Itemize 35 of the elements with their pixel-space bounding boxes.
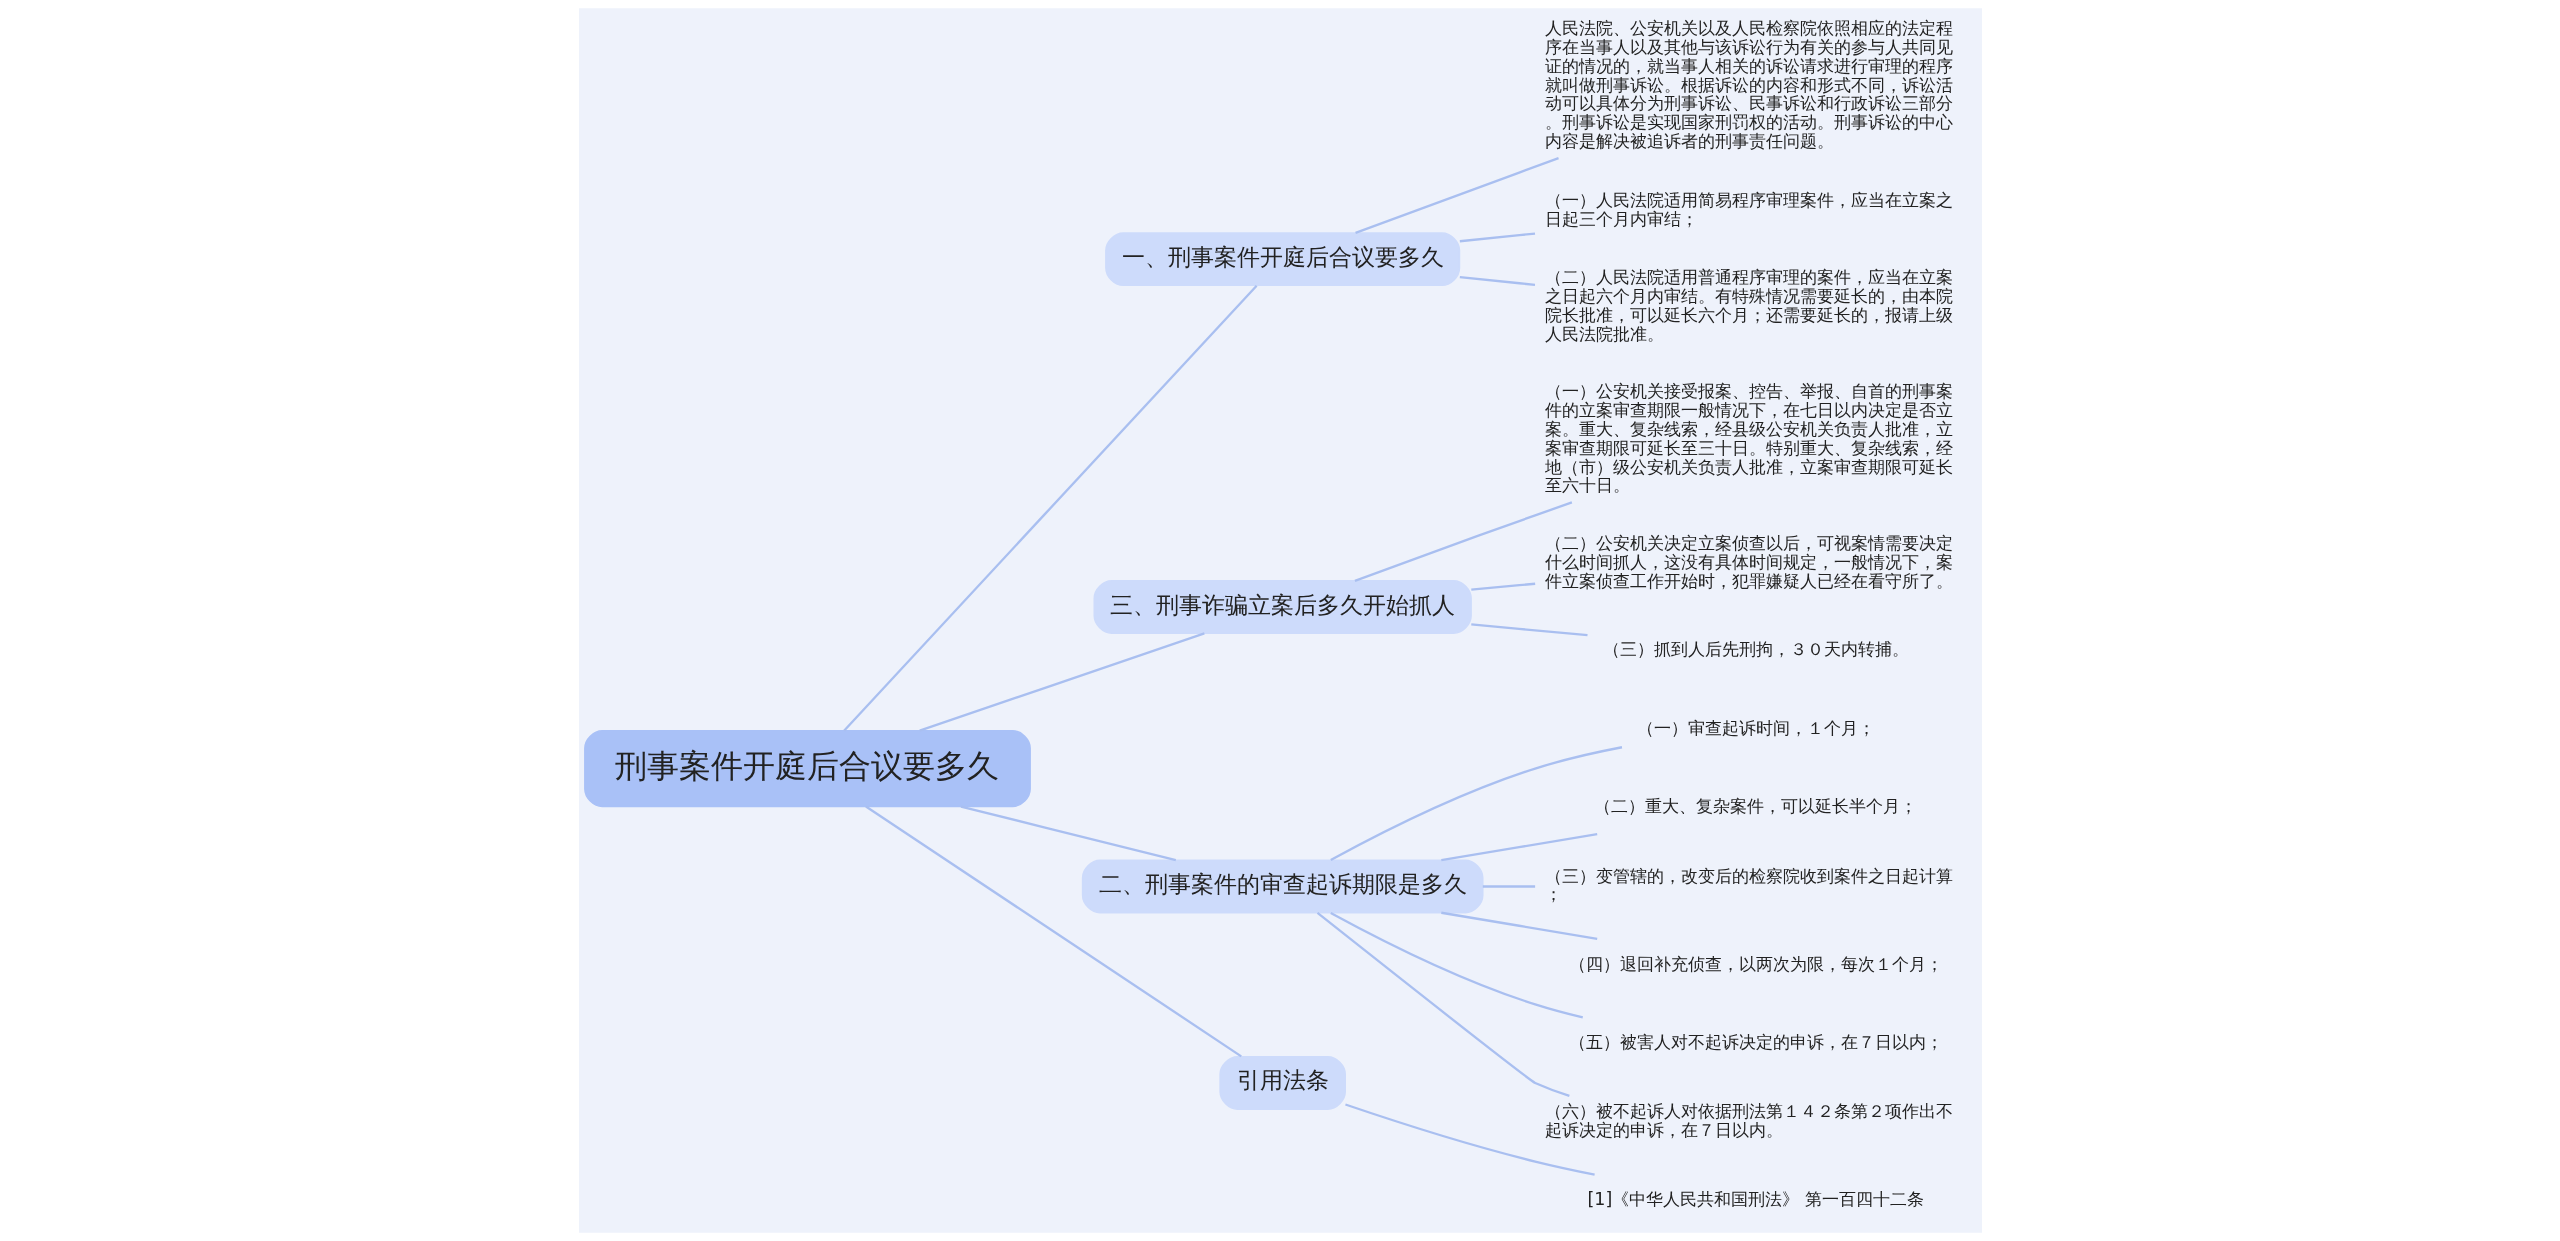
connector bbox=[1329, 911, 1583, 1019]
node-text: （二）重大、复杂案件，可以延长半个月； bbox=[1593, 796, 1917, 817]
node-text: （三）变管辖的，改变后的检察院收到案件之日起计算； bbox=[1544, 865, 1953, 905]
node-text: （五）被害人对不起诉决定的申诉，在７日以内； bbox=[1568, 1032, 1943, 1053]
node-box: 一、刑事案件开庭后合议要多久 bbox=[1104, 232, 1460, 287]
connector bbox=[1344, 1103, 1595, 1176]
node-text: （四）退回补充侦查，以两次为限，每次１个月； bbox=[1568, 953, 1943, 974]
node-text: （一）审查起诉时间，１个月； bbox=[1636, 717, 1875, 738]
node-text: （一）公安机关接受报案、控告、举报、自首的刑事案件的立案审查期限一般情况下，在七日以内决定是否立案。重大、复杂线索，经县级公安机关负责人批准，立案审查期限可延长至三十日。特别重大、复杂线索，经地（市）级公安机关负责人批准，立案审查期限可延长至六十日。 bbox=[1544, 380, 1953, 496]
connector bbox=[918, 632, 1205, 732]
connector bbox=[1470, 623, 1588, 637]
connector bbox=[1354, 501, 1572, 582]
connector bbox=[864, 805, 1242, 1058]
connector bbox=[1440, 833, 1597, 862]
connector bbox=[1482, 885, 1535, 888]
node-box: 三、刑事诈骗立案后多久开始抓人 bbox=[1093, 580, 1472, 634]
node-text: 人民法院、公安机关以及人民检察院依照相应的法定程序在当事人以及其他与该诉讼行为有关的参与人共同见证的情况的，就当事人相关的诉讼请求进行审理的程序就叫做刑事诉讼。根据诉讼的内容和形式不同，诉讼活动可以具体分为刑事诉讼、民事诉讼和行政诉讼三部分。刑事诉讼是实现国家刑罚权的活动。刑事诉讼的中心内容是解决被追诉者的刑事责任问题。 bbox=[1544, 17, 1953, 152]
node-text: （一）人民法院适用简易程序审理案件，应当在立案之日起三个月内审结； bbox=[1544, 190, 1953, 230]
node-text: （六）被不起诉人对依据刑法第１４２条第２项作出不起诉决定的申诉，在７日以内。 bbox=[1544, 1101, 1953, 1141]
connector bbox=[1316, 912, 1570, 1097]
connector bbox=[1459, 276, 1535, 286]
node-box: 刑事案件开庭后合议要多久 bbox=[583, 730, 1031, 808]
connector bbox=[1470, 582, 1535, 591]
node-text: （二）公安机关决定立案侦查以后，可视案情需要决定什么时间抓人，这没有具体时间规定，一般情况下，案件立案侦查工作开始时，犯罪嫌疑人已经在看守所了。 bbox=[1544, 532, 1953, 591]
connector bbox=[1459, 232, 1535, 243]
connector bbox=[1354, 157, 1559, 234]
node-box: 二、刑事案件的审查起诉期限是多久 bbox=[1081, 859, 1484, 914]
connector bbox=[1329, 746, 1622, 862]
node-box: 引用法条 bbox=[1218, 1056, 1346, 1110]
connector bbox=[960, 805, 1176, 862]
connector bbox=[842, 284, 1257, 732]
node-text: [1]《中华人民共和国刑法》 第一百四十二条 bbox=[1587, 1189, 1924, 1210]
connector bbox=[1440, 911, 1597, 940]
node-text: （二）人民法院适用普通程序审理的案件，应当在立案之日起六个月内审结。有特殊情况需要延长的，由本院院长批准，可以延长六个月；还需要延长的，报请上级人民法院批准。 bbox=[1544, 267, 1953, 345]
node-text: （三）抓到人后先刑拘，３０天内转捕。 bbox=[1602, 639, 1909, 660]
